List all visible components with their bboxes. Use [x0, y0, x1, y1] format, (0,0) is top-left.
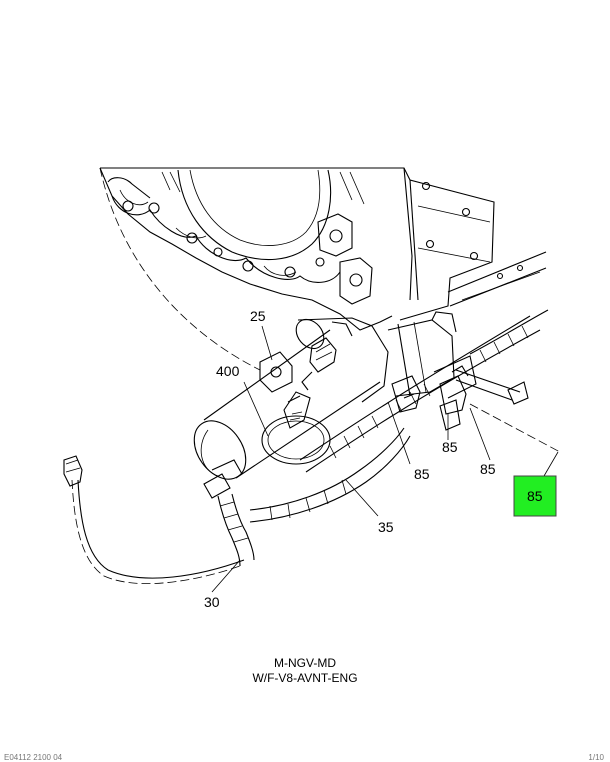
- callout-35: 35: [378, 519, 394, 535]
- callout-85-strap: 85: [480, 461, 496, 477]
- footer-code: Ε04112 2100 04: [4, 753, 63, 762]
- cable-30: [63, 455, 245, 585]
- callout-85-highlight[interactable]: 85: [513, 475, 557, 517]
- callout-25: 25: [250, 308, 266, 324]
- boot-400: [261, 391, 331, 465]
- reference-leader-85: [469, 403, 561, 453]
- harness-convolute: [329, 325, 529, 459]
- starter-motor: [193, 311, 477, 499]
- callout-85-highlight-label: 85: [527, 488, 543, 504]
- connector-25: [301, 337, 337, 391]
- callout-400: 400: [216, 363, 240, 379]
- wiring-harness: [217, 309, 549, 567]
- callout-85-bracket: 85: [442, 439, 458, 455]
- engine-flywheel-housing: [99, 167, 547, 371]
- callout-85-highlight-box[interactable]: [513, 475, 557, 517]
- caption-engine: W/F-V8-AVNT-ENG: [252, 671, 358, 685]
- callout-85-clip: 85: [414, 466, 430, 482]
- leader-lines: [211, 325, 559, 593]
- caption-model: M-NGV-MD: [274, 656, 336, 670]
- callout-30: 30: [204, 594, 220, 610]
- footer-page: 1/10: [588, 753, 604, 762]
